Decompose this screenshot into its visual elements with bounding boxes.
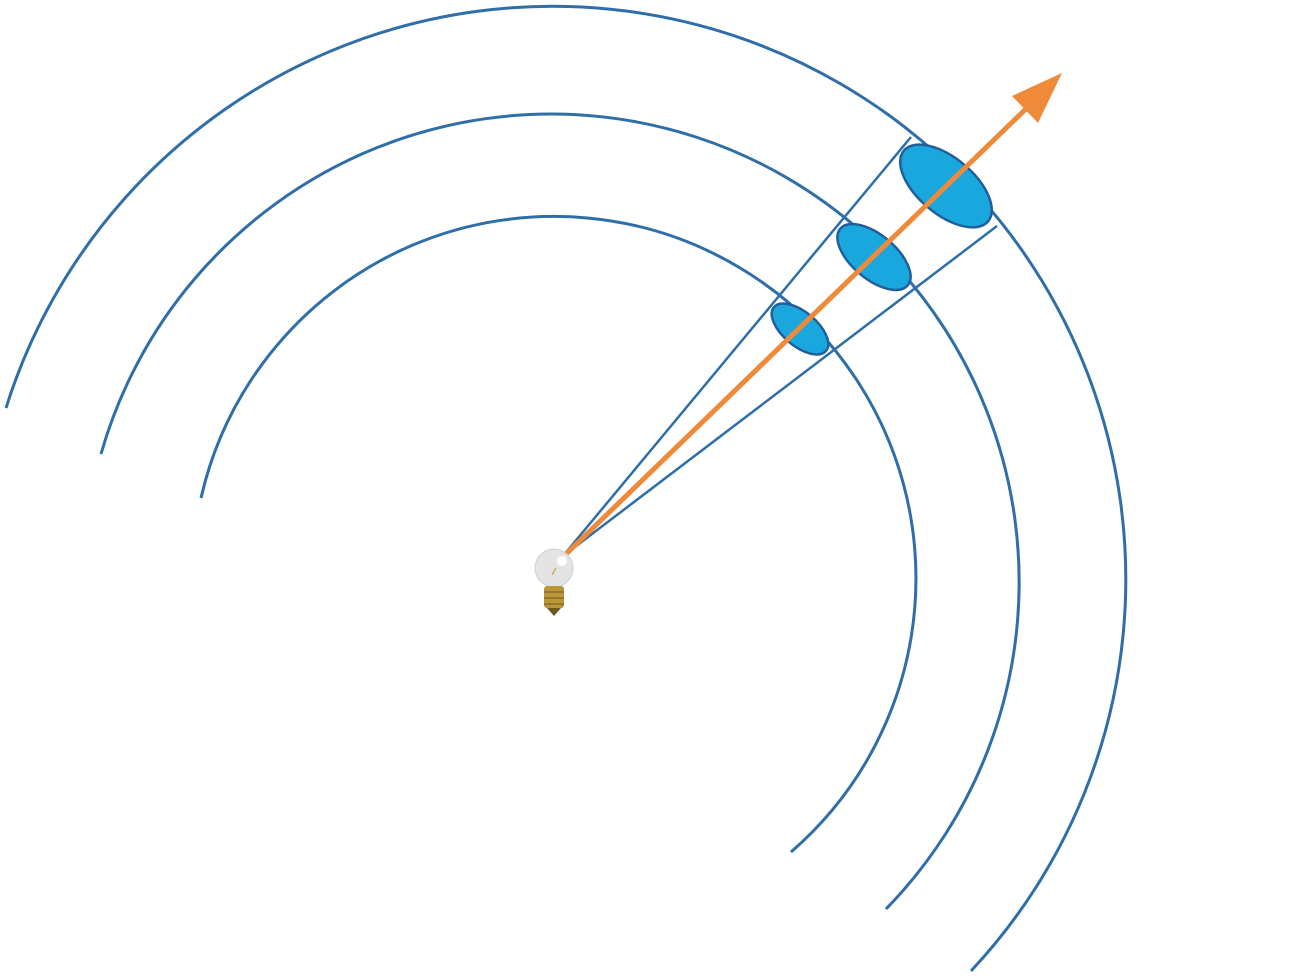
bulb-tip: [547, 608, 561, 616]
wavefront-middle: [99, 112, 1021, 911]
central-ray: [560, 73, 1062, 560]
cone-edge-upper: [562, 136, 912, 557]
bulb-filament: [551, 567, 557, 576]
wavefronts: [4, 4, 1128, 973]
wavefront-inner: [199, 214, 918, 854]
bulb-glass: [534, 548, 574, 588]
cone-edge-lower: [562, 225, 998, 557]
arrow-head-icon: [1012, 73, 1062, 123]
ray-cone: [562, 136, 998, 557]
ray-line: [560, 100, 1035, 560]
wavefront-outer: [4, 4, 1128, 973]
bulb-highlight: [557, 556, 567, 566]
light-bulb-icon: [534, 548, 574, 616]
